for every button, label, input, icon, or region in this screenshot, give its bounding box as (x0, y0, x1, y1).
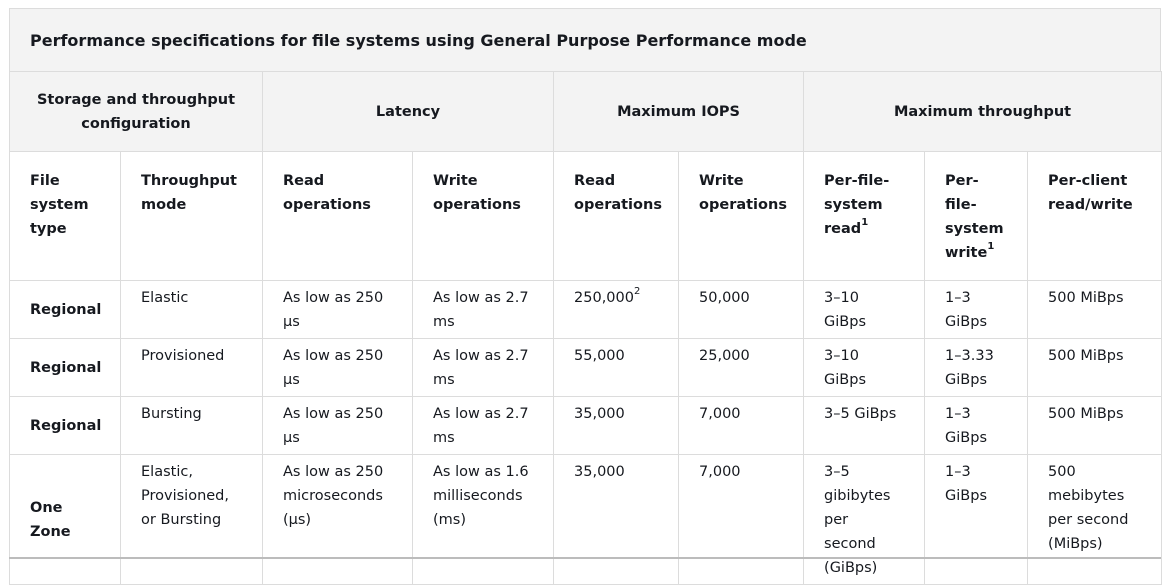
cell-throughput-mode: Provisioned (120, 338, 263, 397)
cell-throughput-mode: Bursting (120, 396, 263, 455)
cell-iops-write: 50,000 (678, 280, 805, 339)
cell-iops-read: 35,000 (553, 396, 680, 455)
group-header-storage: Storage and throughput configuration (9, 71, 263, 152)
cell-iops-read: 35,000 (553, 454, 680, 585)
cell-iops-write: 25,000 (678, 338, 805, 397)
cell-iops-write: 7,000 (678, 454, 805, 585)
cell-per-fs-write: 1–3 GiBps (924, 280, 1029, 339)
cell-fs-type: Regional (9, 338, 121, 397)
cell-per-client: 500 MiBps (1027, 338, 1163, 397)
cell-latency-read: As low as 250 µs (262, 280, 413, 339)
cell-per-fs-read: 3–10 GiBps (803, 338, 926, 397)
cell-per-client: 500 mebibytes per second (MiBps) (1027, 454, 1163, 585)
header-per-fs-read-label: Per-file-system read (824, 173, 890, 237)
cell-latency-write: As low as 2.7 ms (411, 280, 555, 339)
column-header-row: File system type Throughput mode Read op… (9, 151, 1163, 281)
cell-throughput-mode: Elastic (120, 280, 263, 339)
table-row: One Zone Elastic, Provisioned, or Bursti… (9, 454, 1163, 585)
header-latency-read: Read operations (262, 151, 413, 281)
cell-per-fs-write: 1–3 GiBps (924, 396, 1029, 455)
cell-per-fs-write: 1–3 GiBps (924, 454, 1029, 585)
performance-spec-table: Storage and throughput configuration Lat… (9, 71, 1163, 585)
cell-latency-read: As low as 250 µs (262, 396, 413, 455)
table-row: Regional Bursting As low as 250 µs As lo… (9, 396, 1163, 455)
table-bottom-divider (9, 557, 1161, 559)
header-iops-write: Write operations (678, 151, 805, 281)
header-per-client: Per-client read/write (1027, 151, 1163, 281)
cell-fs-type: Regional (9, 396, 121, 455)
header-throughput-mode: Throughput mode (120, 151, 263, 281)
cell-iops-write: 7,000 (678, 396, 805, 455)
cell-iops-read: 250,0002 (553, 280, 680, 339)
header-per-fs-write: Per-file-system write1 (924, 151, 1029, 281)
header-per-fs-read: Per-file-system read1 (803, 151, 926, 281)
cell-throughput-mode: Elastic, Provisioned, or Bursting (120, 454, 263, 585)
cell-fs-type: Regional (9, 280, 121, 339)
header-latency-write: Write operations (411, 151, 555, 281)
cell-iops-read: 55,000 (553, 338, 680, 397)
footnote-link-2[interactable]: 2 (633, 286, 641, 298)
cell-latency-write: As low as 2.7 ms (411, 338, 555, 397)
cell-per-fs-write: 1–3.33 GiBps (924, 338, 1029, 397)
table-caption: Performance specifications for file syst… (9, 8, 1161, 71)
group-header-latency: Latency (261, 71, 555, 152)
cell-per-client: 500 MiBps (1027, 396, 1163, 455)
cell-latency-read: As low as 250 µs (262, 338, 413, 397)
cell-per-fs-read: 3–5 GiBps (803, 396, 926, 455)
group-header-iops: Maximum IOPS (553, 71, 805, 152)
cell-latency-write: As low as 2.7 ms (411, 396, 555, 455)
cell-iops-read-value: 250,000 (574, 290, 634, 306)
header-fs-type: File system type (9, 151, 121, 281)
group-header-row: Storage and throughput configuration Lat… (9, 71, 1163, 152)
cell-per-client: 500 MiBps (1027, 280, 1163, 339)
footnote-link-1[interactable]: 1 (861, 217, 869, 229)
table-row: Regional Elastic As low as 250 µs As low… (9, 280, 1163, 339)
cell-per-fs-read: 3–5 gibibytes per second (GiBps) (803, 454, 926, 585)
cell-latency-write: As low as 1.6 milliseconds (ms) (411, 454, 555, 585)
cell-per-fs-read: 3–10 GiBps (803, 280, 926, 339)
table-row: Regional Provisioned As low as 250 µs As… (9, 338, 1163, 397)
cell-latency-read: As low as 250 microseconds (µs) (262, 454, 413, 585)
cell-fs-type: One Zone (9, 454, 121, 585)
header-iops-read: Read operations (553, 151, 680, 281)
footnote-link-1[interactable]: 1 (987, 241, 995, 253)
header-per-fs-write-label: Per-file-system write (945, 173, 1004, 261)
group-header-throughput: Maximum throughput (803, 71, 1163, 152)
